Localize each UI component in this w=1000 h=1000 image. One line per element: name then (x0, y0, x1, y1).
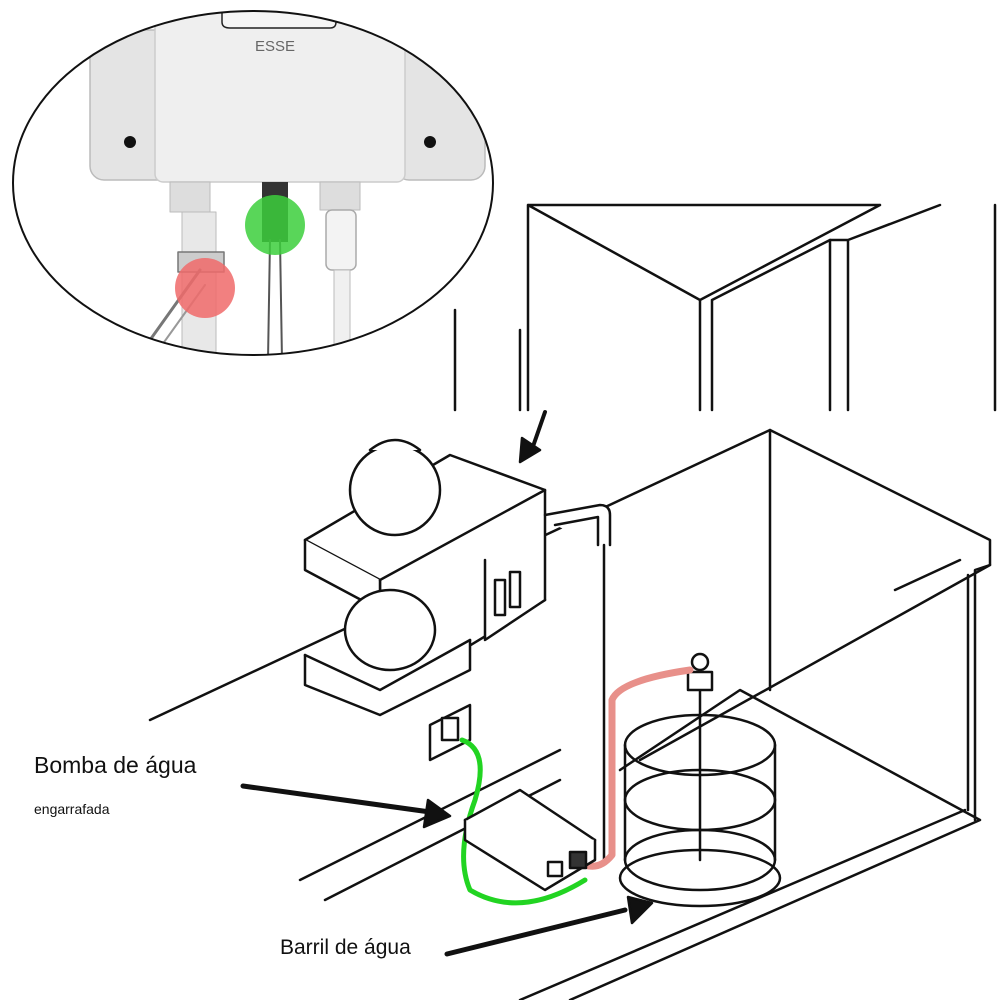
pump-label-arrow (240, 783, 433, 815)
wall-outlet (428, 703, 472, 762)
inlet-marker (175, 258, 235, 318)
device-label: ESSE (255, 38, 296, 55)
outlet-fitting (325, 209, 357, 271)
barrel-label-arrow (444, 907, 628, 957)
power-cable (459, 737, 588, 906)
inset-detail (13, 11, 493, 355)
coffee-machine (303, 438, 612, 862)
arrow-head (626, 895, 654, 925)
barrel-label: Barril de água (280, 936, 411, 959)
inset-border (12, 10, 494, 356)
arrow-head (422, 798, 452, 829)
water-barrel (618, 652, 782, 908)
screw-hole (424, 136, 436, 148)
water-hose (581, 666, 694, 870)
upper-cabinet (453, 203, 997, 412)
arrow-head (518, 436, 542, 464)
pump-label-subtitle: engarrafada (34, 801, 110, 817)
outlet-pipe (333, 269, 351, 355)
screw-hole (124, 136, 136, 148)
pump (463, 788, 597, 892)
pump-label: Bomba de água (34, 752, 197, 778)
power-marker (245, 195, 305, 255)
